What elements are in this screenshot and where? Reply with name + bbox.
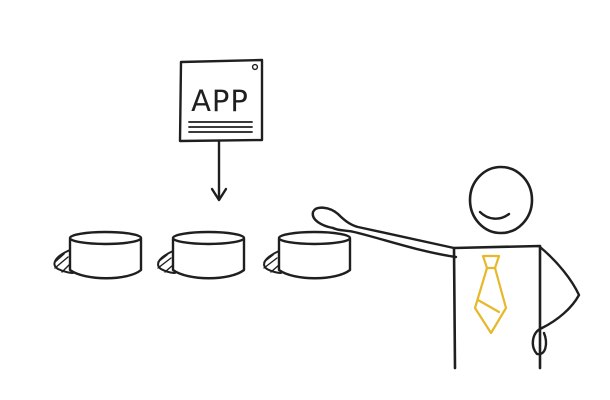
- slot-body: [277, 237, 352, 280]
- slot-body: [171, 237, 246, 280]
- presenter-figure: [311, 165, 581, 370]
- slot-hole: [53, 249, 74, 274]
- presenter-tie-body: [473, 266, 508, 335]
- app-window-frame: [178, 58, 264, 143]
- slot-icon: [263, 230, 352, 280]
- app-window-dot: [251, 63, 259, 71]
- app-window-icon: APP: [178, 58, 264, 143]
- slot-icon: [53, 230, 143, 280]
- presenter-hand: [311, 206, 340, 230]
- slot-hatch: [54, 253, 71, 273]
- presenter-hip-hand: [531, 326, 548, 356]
- presenter-pointing-arm: [331, 212, 458, 259]
- arrow-down-icon: [210, 139, 228, 202]
- slot-top: [171, 230, 246, 246]
- presenter-smile: [478, 210, 511, 220]
- slot-hole: [263, 250, 282, 274]
- presenter-head: [468, 165, 534, 235]
- slot-body: [68, 237, 143, 280]
- slot-hatch: [263, 254, 280, 273]
- slot-top: [277, 230, 352, 246]
- presenter-hip-arm: [538, 245, 581, 330]
- slot-top: [68, 230, 143, 246]
- arrow-head: [210, 187, 228, 202]
- slot-hole: [157, 250, 176, 274]
- slot-hatch: [157, 254, 174, 273]
- presenter-tie-knot: [481, 254, 501, 270]
- slot-icon: [157, 230, 246, 280]
- app-label: APP: [191, 84, 249, 118]
